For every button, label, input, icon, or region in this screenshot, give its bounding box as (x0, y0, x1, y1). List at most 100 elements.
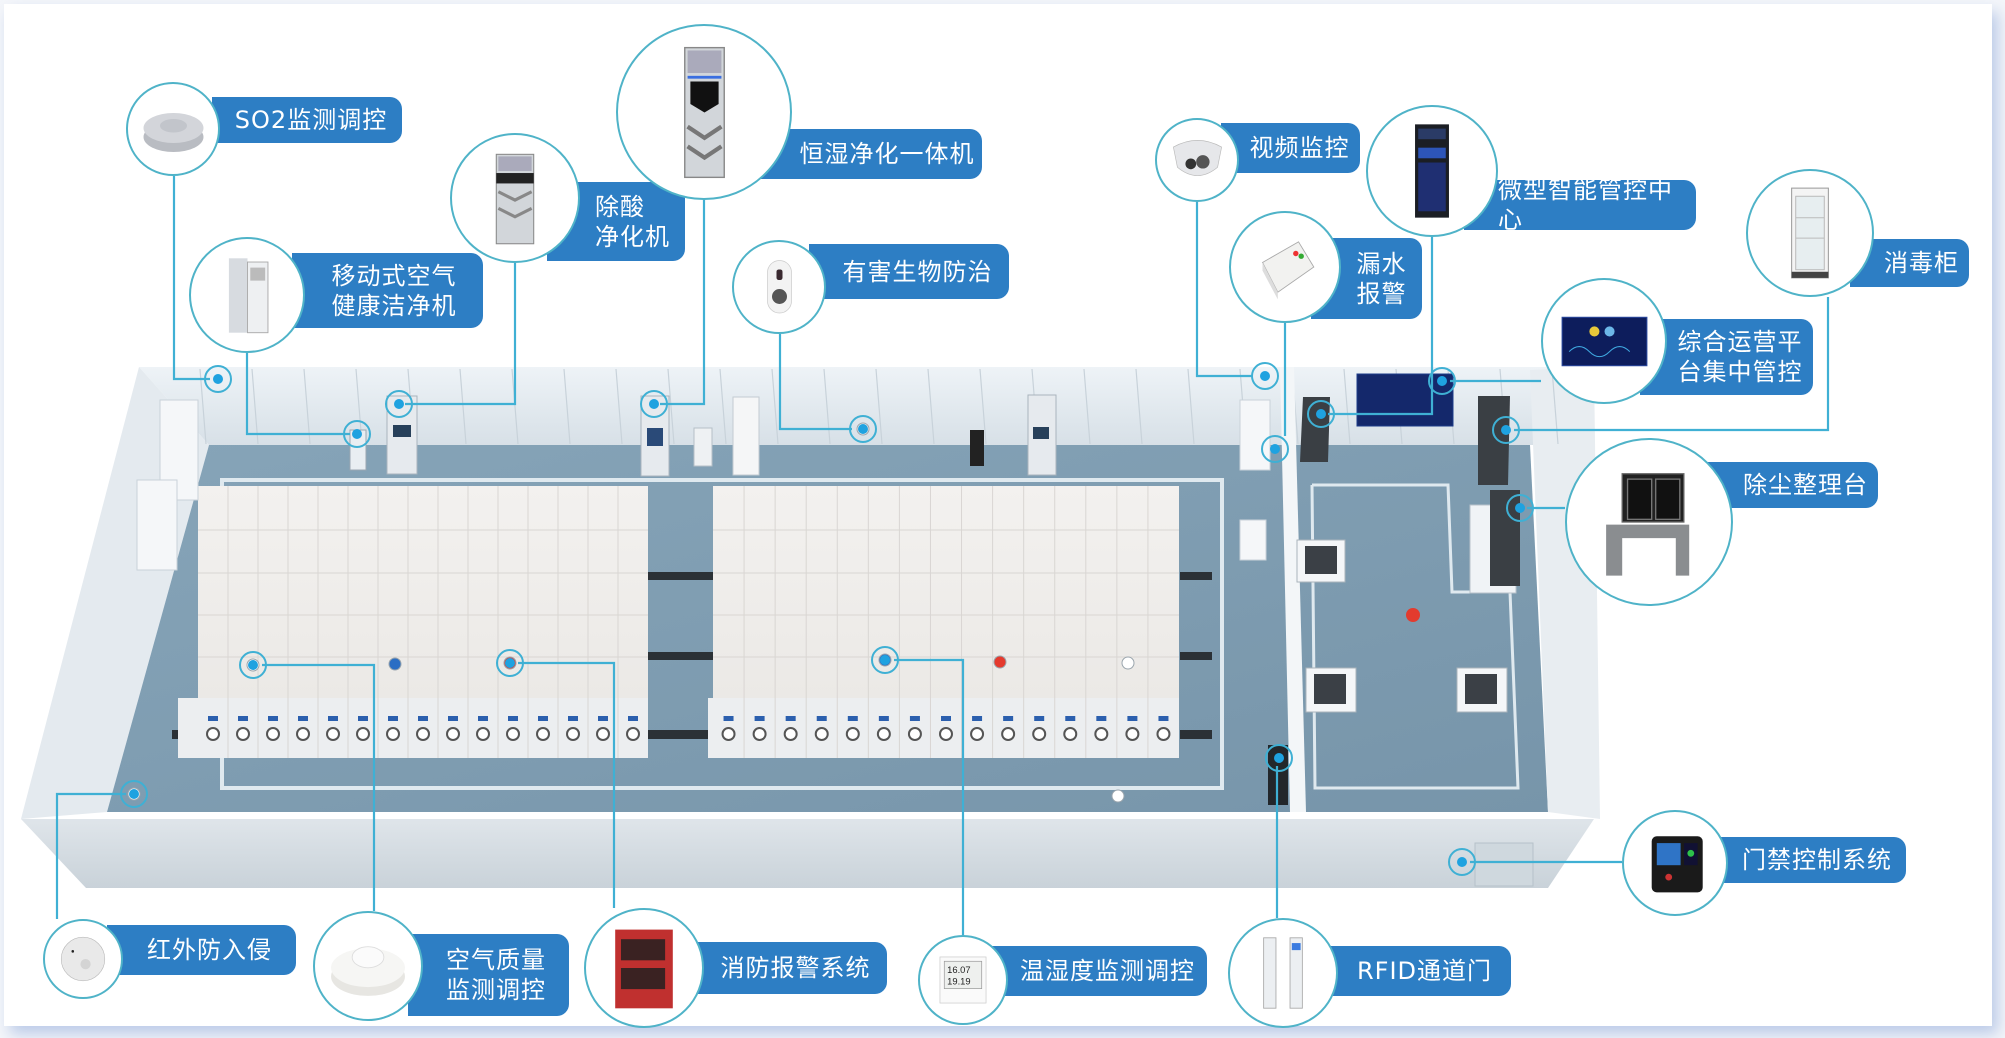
shelf-label-plate (508, 716, 518, 721)
dust-table-device-bubble[interactable] (1565, 438, 1733, 606)
shelf-hand-wheel[interactable] (236, 727, 250, 741)
humidity-purifier-anchor-ring[interactable] (640, 390, 668, 418)
platform-anchor-dot (1437, 376, 1447, 386)
infrared-anchor-ring[interactable] (120, 780, 148, 808)
rfid-anchor-dot (1274, 753, 1284, 763)
shelf-label-plate (785, 716, 796, 721)
platform-device-bubble[interactable] (1541, 278, 1667, 404)
shelf-hand-wheel[interactable] (1156, 727, 1171, 741)
water-leak-anchor-ring[interactable] (1261, 435, 1289, 463)
video-label: 视频监控 (1221, 123, 1360, 173)
dust-table-anchor-ring[interactable] (1506, 494, 1534, 522)
video-anchor-ring[interactable] (1251, 362, 1279, 390)
shelf-label-plate (972, 716, 983, 721)
shelf-hand-wheel[interactable] (970, 727, 985, 741)
pest-control-device-bubble[interactable] (732, 240, 826, 334)
fire-device-bubble[interactable] (584, 908, 704, 1028)
disinfect-connector-line (1514, 297, 1830, 432)
front-wall (21, 819, 1594, 888)
pest-control-anchor-ring[interactable] (849, 415, 877, 443)
shelf-hand-wheel[interactable] (1001, 727, 1016, 741)
water-leak-device-bubble[interactable] (1229, 211, 1341, 323)
water-leak-anchor-dot (1270, 444, 1280, 454)
shelf-hand-wheel[interactable] (356, 727, 370, 741)
dust-table-label: 除尘整理台 (1707, 462, 1878, 508)
video-connector-line (1195, 202, 1252, 378)
shelf-hand-wheel[interactable] (506, 727, 520, 741)
control-center-device-bubble[interactable] (1366, 105, 1498, 237)
shelf-label-plate (628, 716, 638, 721)
access-anchor-dot (1457, 857, 1467, 867)
shelf-hand-wheel[interactable] (536, 727, 550, 741)
rfid-device-bubble[interactable] (1228, 918, 1338, 1028)
temp-humidity-anchor-ring[interactable] (871, 646, 899, 674)
humidity-purifier-device-bubble[interactable] (616, 24, 792, 200)
shelf-hand-wheel[interactable] (783, 727, 798, 741)
shelf-hand-wheel[interactable] (1125, 727, 1140, 741)
mobile-purifier-device-bubble[interactable] (189, 237, 305, 353)
shelf-hand-wheel[interactable] (446, 727, 460, 741)
shelf-hand-wheel[interactable] (296, 727, 310, 741)
shelf-hand-wheel[interactable] (1094, 727, 1109, 741)
access-label: 门禁控制系统 (1717, 837, 1906, 883)
video-label-text: 视频监控 (1249, 134, 1350, 162)
control-center-label: 微型智能管控中心 (1464, 176, 1696, 234)
humidity-purifier-connector-line (660, 200, 706, 406)
wall-panel-seam (1551, 368, 1559, 445)
shelf-hand-wheel[interactable] (626, 727, 640, 741)
in-room-device-marker (1111, 789, 1125, 803)
shelf-hand-wheel[interactable] (566, 727, 580, 741)
so2-device-bubble[interactable] (126, 82, 220, 176)
rfid-anchor-ring[interactable] (1265, 744, 1293, 772)
wall-panel-seam (459, 368, 467, 445)
shelf-hand-wheel[interactable] (845, 727, 860, 741)
wall-panel-seam (719, 368, 727, 445)
shelf-label-plate (478, 716, 488, 721)
wall-panel-seam (1135, 368, 1143, 445)
shelf-hand-wheel[interactable] (386, 727, 400, 741)
shelf-hand-wheel[interactable] (596, 727, 610, 741)
shelf-hand-wheel[interactable] (1032, 727, 1047, 741)
back-wall-equipment (136, 373, 1520, 805)
so2-label: SO2监测调控 (212, 97, 402, 143)
shelf-hand-wheel[interactable] (206, 727, 220, 741)
air-quality-anchor-ring[interactable] (239, 651, 267, 679)
video-device-bubble[interactable] (1155, 118, 1239, 202)
fire-label-text: 消防报警系统 (720, 954, 871, 982)
platform-anchor-ring[interactable] (1428, 367, 1456, 395)
access-device-bubble[interactable] (1622, 810, 1728, 916)
disinfect-device-bubble[interactable] (1746, 169, 1874, 297)
pest-control-label: 有害生物防治 (809, 244, 1009, 299)
infrared-anchor-dot (129, 789, 139, 799)
shelf-hand-wheel[interactable] (814, 727, 829, 741)
infrared-device-bubble[interactable] (43, 919, 123, 999)
access-anchor-ring[interactable] (1448, 848, 1476, 876)
wall-panel-seam (563, 368, 571, 445)
shelf-hand-wheel[interactable] (907, 727, 922, 741)
shelf-hand-wheel[interactable] (721, 727, 736, 741)
shelf-hand-wheel[interactable] (876, 727, 891, 741)
shelf-hand-wheel[interactable] (416, 727, 430, 741)
shelf-hand-wheel[interactable] (752, 727, 767, 741)
disinfect-anchor-ring[interactable] (1492, 416, 1520, 444)
air-quality-label-text: 空气质量 监测调控 (446, 946, 546, 1004)
acid-purifier-anchor-ring[interactable] (385, 390, 413, 418)
so2-anchor-ring[interactable] (204, 365, 232, 393)
divider-wall (1280, 367, 1306, 812)
shelf-label-plate (568, 716, 578, 721)
control-center-anchor-ring[interactable] (1307, 400, 1335, 428)
humidity-purifier-label-text: 恒湿净化一体机 (799, 140, 975, 168)
infrared-label: 红外防入侵 (107, 925, 296, 975)
shelf-hand-wheel[interactable] (1063, 727, 1078, 741)
fire-anchor-ring[interactable] (496, 649, 524, 677)
shelf-hand-wheel[interactable] (476, 727, 490, 741)
acid-purifier-device-bubble[interactable] (450, 133, 580, 263)
shelf-hand-wheel[interactable] (266, 727, 280, 741)
shelf-hand-wheel[interactable] (326, 727, 340, 741)
shelf-label-plate (1034, 716, 1045, 721)
shelf-hand-wheel[interactable] (939, 727, 953, 741)
air-quality-device-bubble[interactable] (313, 911, 423, 1021)
mobile-purifier-anchor-ring[interactable] (343, 420, 371, 448)
disinfect-anchor-dot (1501, 425, 1511, 435)
